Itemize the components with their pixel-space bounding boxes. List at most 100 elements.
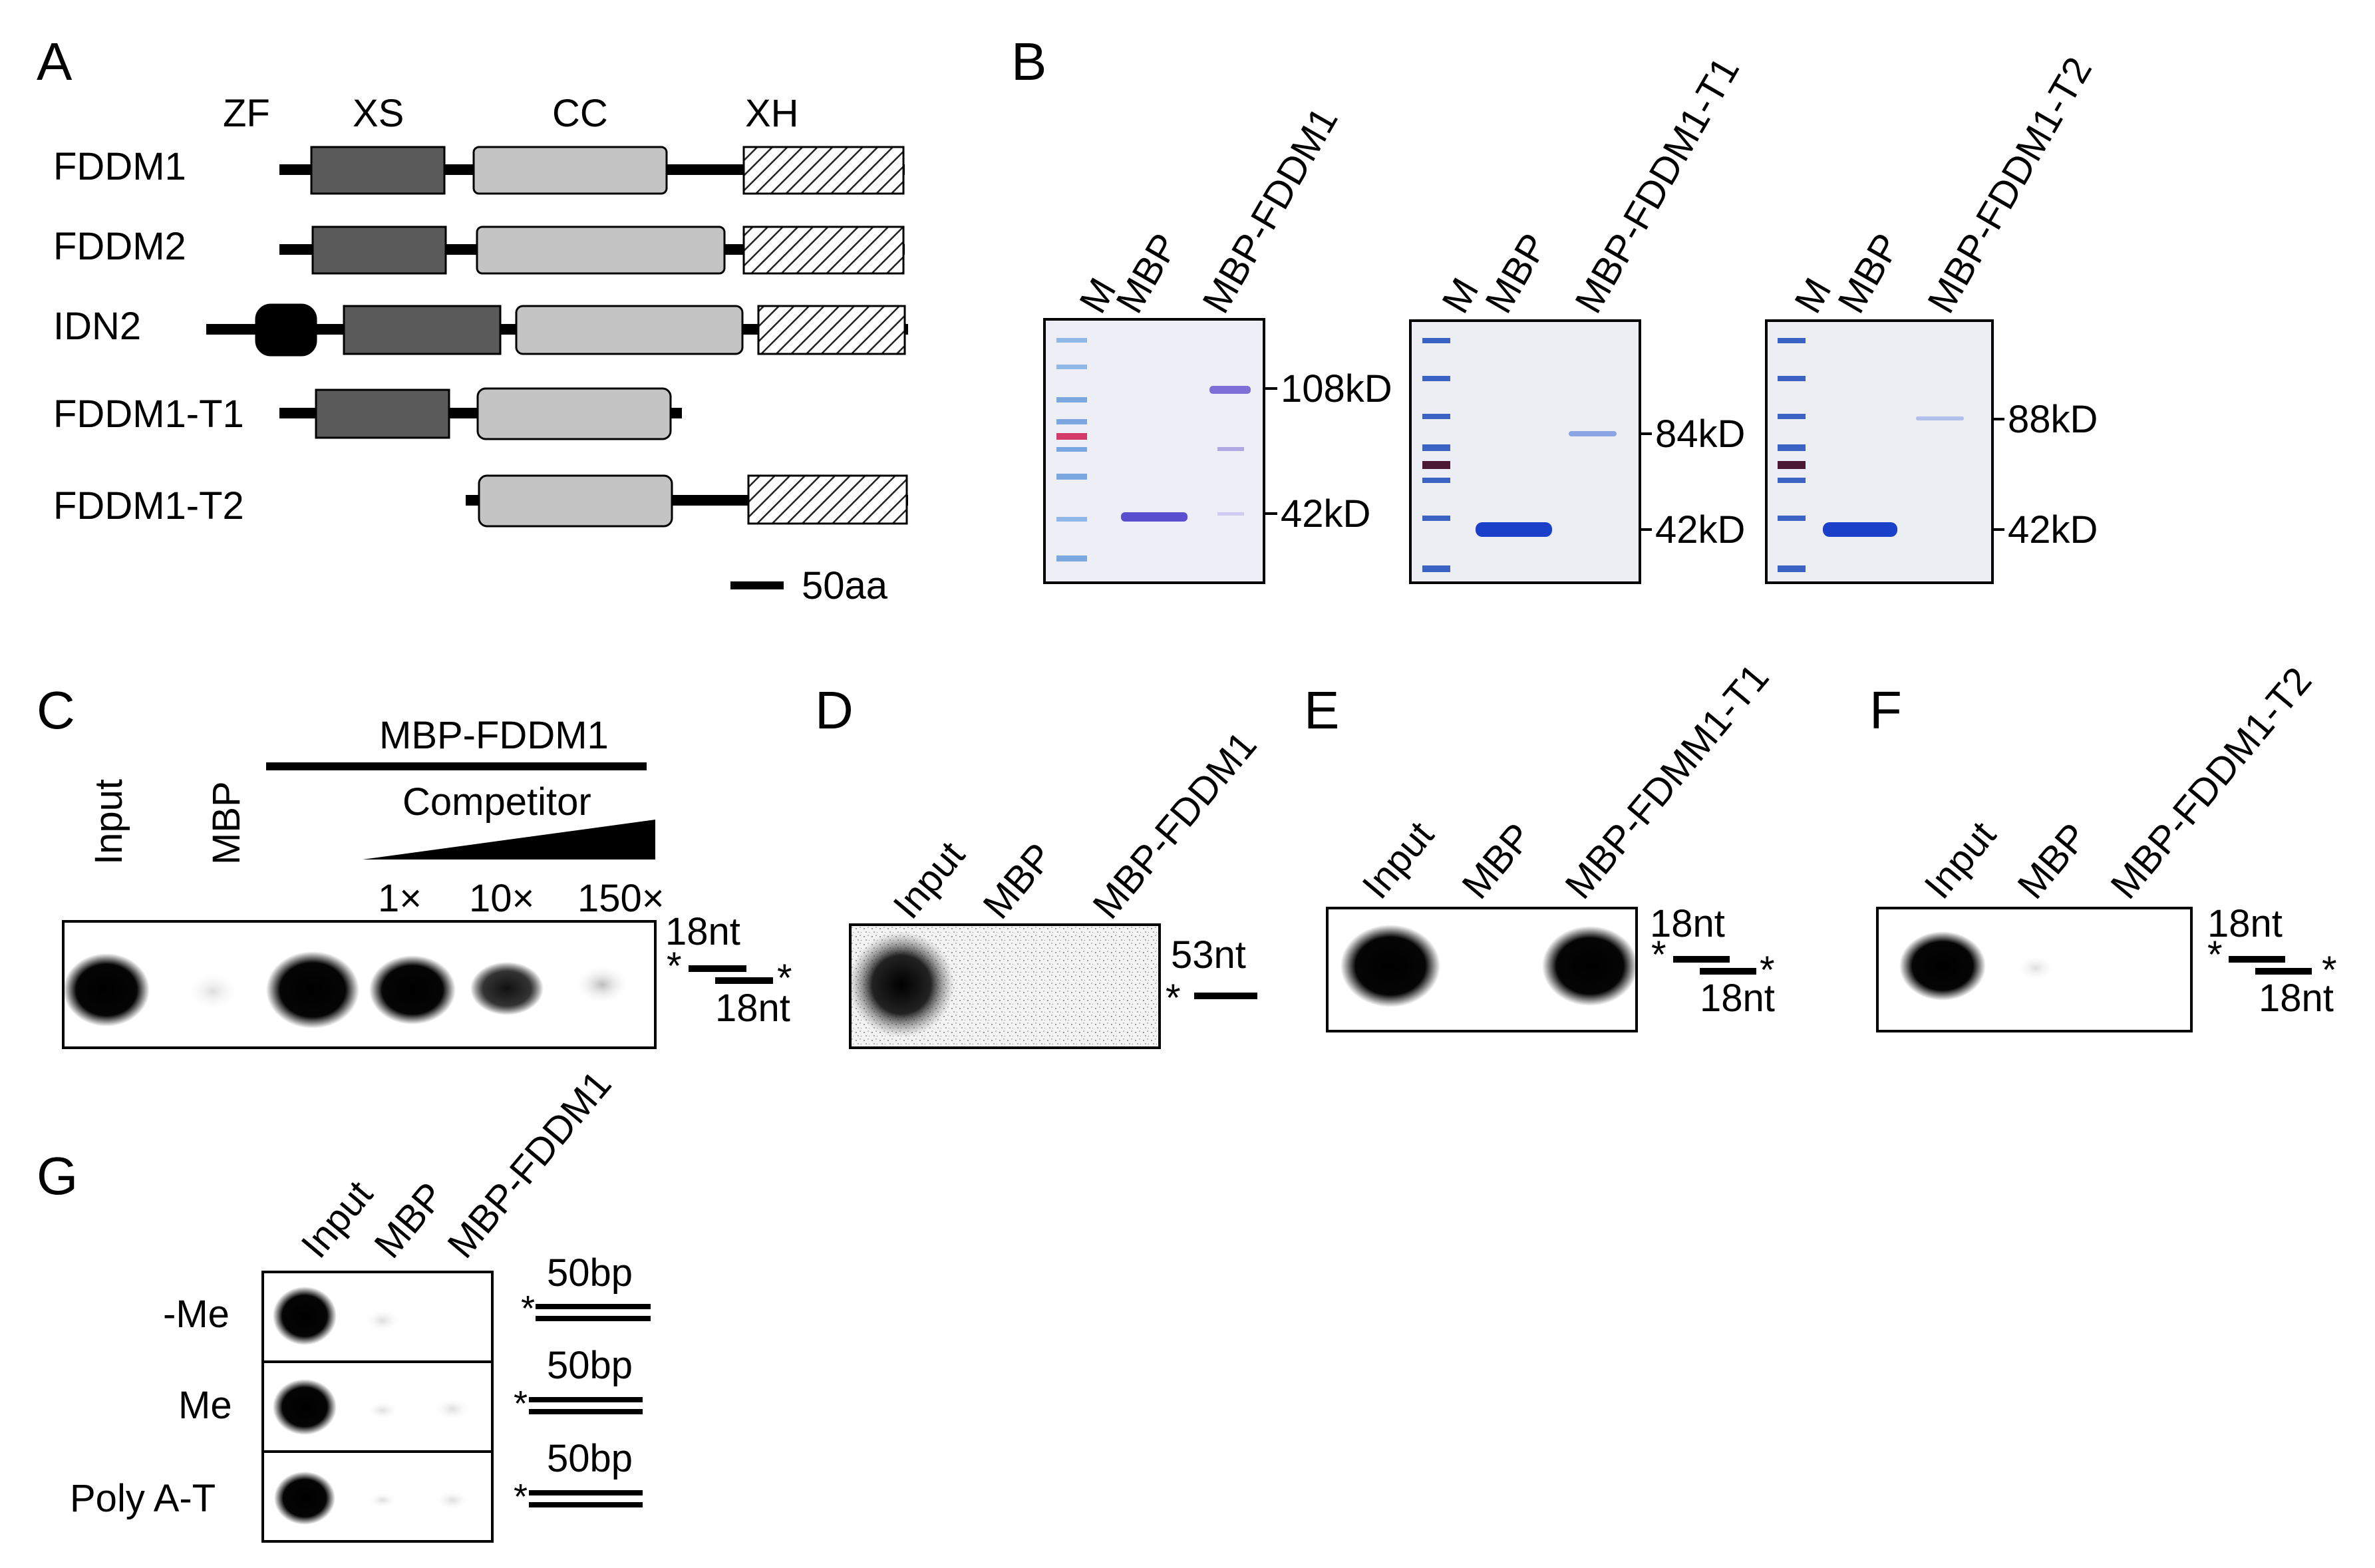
probe-star: * [514, 1477, 528, 1517]
domain-label-xs: XS [353, 92, 404, 135]
protein-label-fddm1-t2: FDDM1-T2 [53, 484, 244, 528]
probe-star-top: * [2207, 933, 2223, 977]
protein-diagram-fddm1-t1 [279, 387, 682, 440]
band-mbp [186, 971, 239, 1011]
probe-star-bottom: * [2322, 949, 2337, 992]
lane-label-input: Input [885, 834, 973, 927]
probe-top-label: 18nt [1650, 902, 1725, 945]
ratio-150x: 150× [577, 877, 665, 920]
probe-star: * [1166, 977, 1181, 1020]
band-mbp [367, 1401, 398, 1420]
panel-g-letter: G [37, 1146, 78, 1205]
band-mbp-fddm1 [434, 1397, 471, 1421]
lane-label-mbp-fddm1: MBP-FDDM1 [439, 1062, 619, 1266]
band-mbp-fddm1-t1 [1569, 431, 1617, 436]
panel-c: C Input MBP MBP-FDDM1 Competitor 1× 10× … [37, 681, 792, 1049]
marker-88kd: 88kD [2008, 398, 2098, 441]
protein-label-fddm1-t1: FDDM1-T1 [53, 392, 244, 436]
probe-star-top: * [1651, 933, 1666, 977]
cc-domain [478, 474, 673, 528]
probe-star-top: * [667, 945, 682, 988]
lane-label-mbp-fddm1: MBP-FDDM1 [1084, 723, 1265, 927]
band-mbp [2016, 955, 2056, 981]
panel-b: B M MBP MBP-FDDM1 108 [1011, 32, 2100, 584]
marker-42kd: 42kD [1281, 492, 1370, 536]
domain-label-xh: XH [745, 92, 799, 135]
band-input [63, 953, 150, 1026]
probe-star-bottom: * [1760, 949, 1775, 992]
probe-top-label: 18nt [665, 910, 740, 953]
ratio-10x: 10× [469, 877, 534, 920]
competitor-label: Competitor [402, 780, 591, 824]
probe-label-polyat: 50bp [547, 1437, 633, 1480]
protein-diagram-fddm1 [279, 146, 905, 195]
sds-gel-1: M MBP MBP-FDDM1 108kD 42kD [1043, 100, 1392, 584]
lane-label-mbp-fddm1-t2: MBP-FDDM1-T2 [1919, 50, 2100, 320]
lane-label-mbp-fdmm1-t1: MBP-FDMM1-T1 [1557, 656, 1777, 907]
panel-d: D Input MBP MBP-FDDM1 53nt * [815, 681, 1265, 1049]
lane-label-input: Input [1354, 814, 1442, 907]
lane-label-input: Input [1916, 814, 2004, 907]
protein-diagram-fddm2 [279, 226, 905, 275]
zf-domain [255, 303, 317, 357]
panel-g: G Input MBP MBP-FDDM1 -Me 50bp * Me 50bp… [37, 1062, 651, 1543]
panel-f: F Input MBP MBP-FDDM1-T2 18nt * * 18nt [1869, 659, 2337, 1032]
cc-domain [472, 146, 668, 195]
lane-label-mbp-fddm1-t2: MBP-FDDM1-T2 [2102, 659, 2320, 907]
band-mbp [1476, 522, 1552, 537]
xh-domain [747, 474, 908, 525]
panel-b-letter: B [1011, 32, 1046, 91]
marker-108kd: 108kD [1281, 367, 1392, 410]
probe-star: * [521, 1289, 535, 1329]
band-input [848, 931, 955, 1038]
lane-label-input: Input [87, 779, 130, 865]
scale-bar-label: 50aa [802, 564, 888, 607]
marker-ladder [1778, 338, 1806, 572]
protein-label-mbp-fddm1: MBP-FDDM1 [379, 714, 609, 757]
band-mbp-fddm1 [1209, 386, 1251, 394]
probe-bottom-label: 18nt [715, 987, 790, 1030]
domain-label-zf: ZF [223, 92, 270, 135]
emsa-gel-frame [62, 920, 657, 1049]
lane-label-mbp: MBP [366, 1174, 453, 1266]
lane-label-mbp: MBP [1477, 226, 1556, 320]
band-mbp [1121, 512, 1188, 522]
lane-label-mbp: MBP [1108, 226, 1187, 320]
probe-label: 53nt [1171, 933, 1246, 977]
lane-label-input: Input [293, 1173, 381, 1267]
lane-label-mbp-fddm1-t1: MBP-FDDM1-T1 [1567, 50, 1748, 320]
band-150x [574, 965, 630, 1005]
domain-label-cc: CC [552, 92, 608, 135]
xh-domain [742, 146, 905, 195]
gel-frame [1409, 319, 1641, 584]
row-label-polyat: Poly A-T [70, 1477, 216, 1520]
ratio-1x: 1× [378, 877, 422, 920]
marker-42kd: 42kD [1655, 508, 1745, 551]
xh-domain [757, 305, 906, 355]
protein-diagram-idn2 [206, 303, 908, 357]
marker-ladder [1422, 338, 1450, 572]
band-mbp [368, 1492, 397, 1508]
gel-frame [1765, 319, 1994, 584]
band-input [273, 1379, 337, 1435]
probe-bottom-label: 18nt [2259, 977, 2334, 1020]
band-10x-low [369, 955, 456, 1024]
probe-label-nome: 50bp [547, 1251, 633, 1295]
cc-domain [515, 305, 744, 355]
panel-a-letter: A [37, 32, 73, 91]
xs-domain [315, 389, 450, 439]
xs-domain [310, 146, 446, 195]
lane-label-mbp: MBP [205, 781, 248, 865]
band-mbp-fddm1-t2 [1916, 416, 1964, 420]
competitor-gradient-wedge [363, 820, 655, 860]
band-input [273, 1287, 337, 1345]
row-label-nome: -Me [163, 1293, 230, 1336]
xh-domain [742, 226, 905, 275]
protein-label-idn2: IDN2 [53, 305, 141, 348]
band-1x [266, 951, 359, 1028]
cc-domain [476, 387, 672, 440]
band-mbp [364, 1309, 401, 1333]
band-mbp [1823, 522, 1897, 537]
probe-bottom-label: 18nt [1700, 977, 1775, 1020]
